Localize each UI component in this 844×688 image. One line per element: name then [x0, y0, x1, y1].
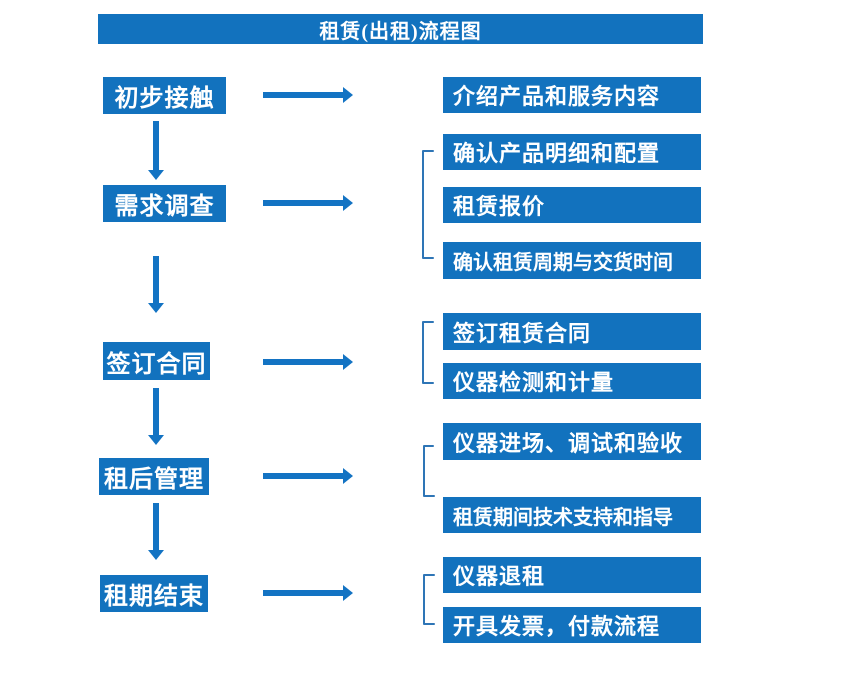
- bracket-connector-group-4: [423, 445, 435, 497]
- detail-box: 开具发票，付款流程: [443, 607, 701, 643]
- detail-box: 仪器检测和计量: [443, 363, 701, 399]
- detail-box: 介绍产品和服务内容: [443, 77, 701, 113]
- detail-box: 确认租赁周期与交货时间: [443, 242, 701, 279]
- step-box-needs-survey: 需求调查: [103, 185, 226, 222]
- step-box-rental-end: 租期结束: [100, 575, 208, 612]
- detail-box: 仪器退租: [443, 557, 701, 593]
- flowchart-title: 租赁(出租)流程图: [98, 14, 703, 44]
- step-box-post-rental-mgmt: 租后管理: [99, 458, 209, 495]
- detail-box: 确认产品明细和配置: [443, 134, 701, 170]
- detail-box: 签订租赁合同: [443, 313, 701, 350]
- detail-box: 租赁报价: [443, 187, 701, 223]
- step-box-sign-contract: 签订合同: [103, 342, 210, 380]
- bracket-connector-group-3: [422, 321, 434, 384]
- detail-box: 租赁期间技术支持和指导: [443, 497, 701, 533]
- detail-box: 仪器进场、调试和验收: [443, 423, 701, 460]
- step-box-initial-contact: 初步接触: [103, 77, 226, 114]
- bracket-connector-group-2: [422, 150, 434, 259]
- bracket-connector-group-5: [423, 574, 435, 625]
